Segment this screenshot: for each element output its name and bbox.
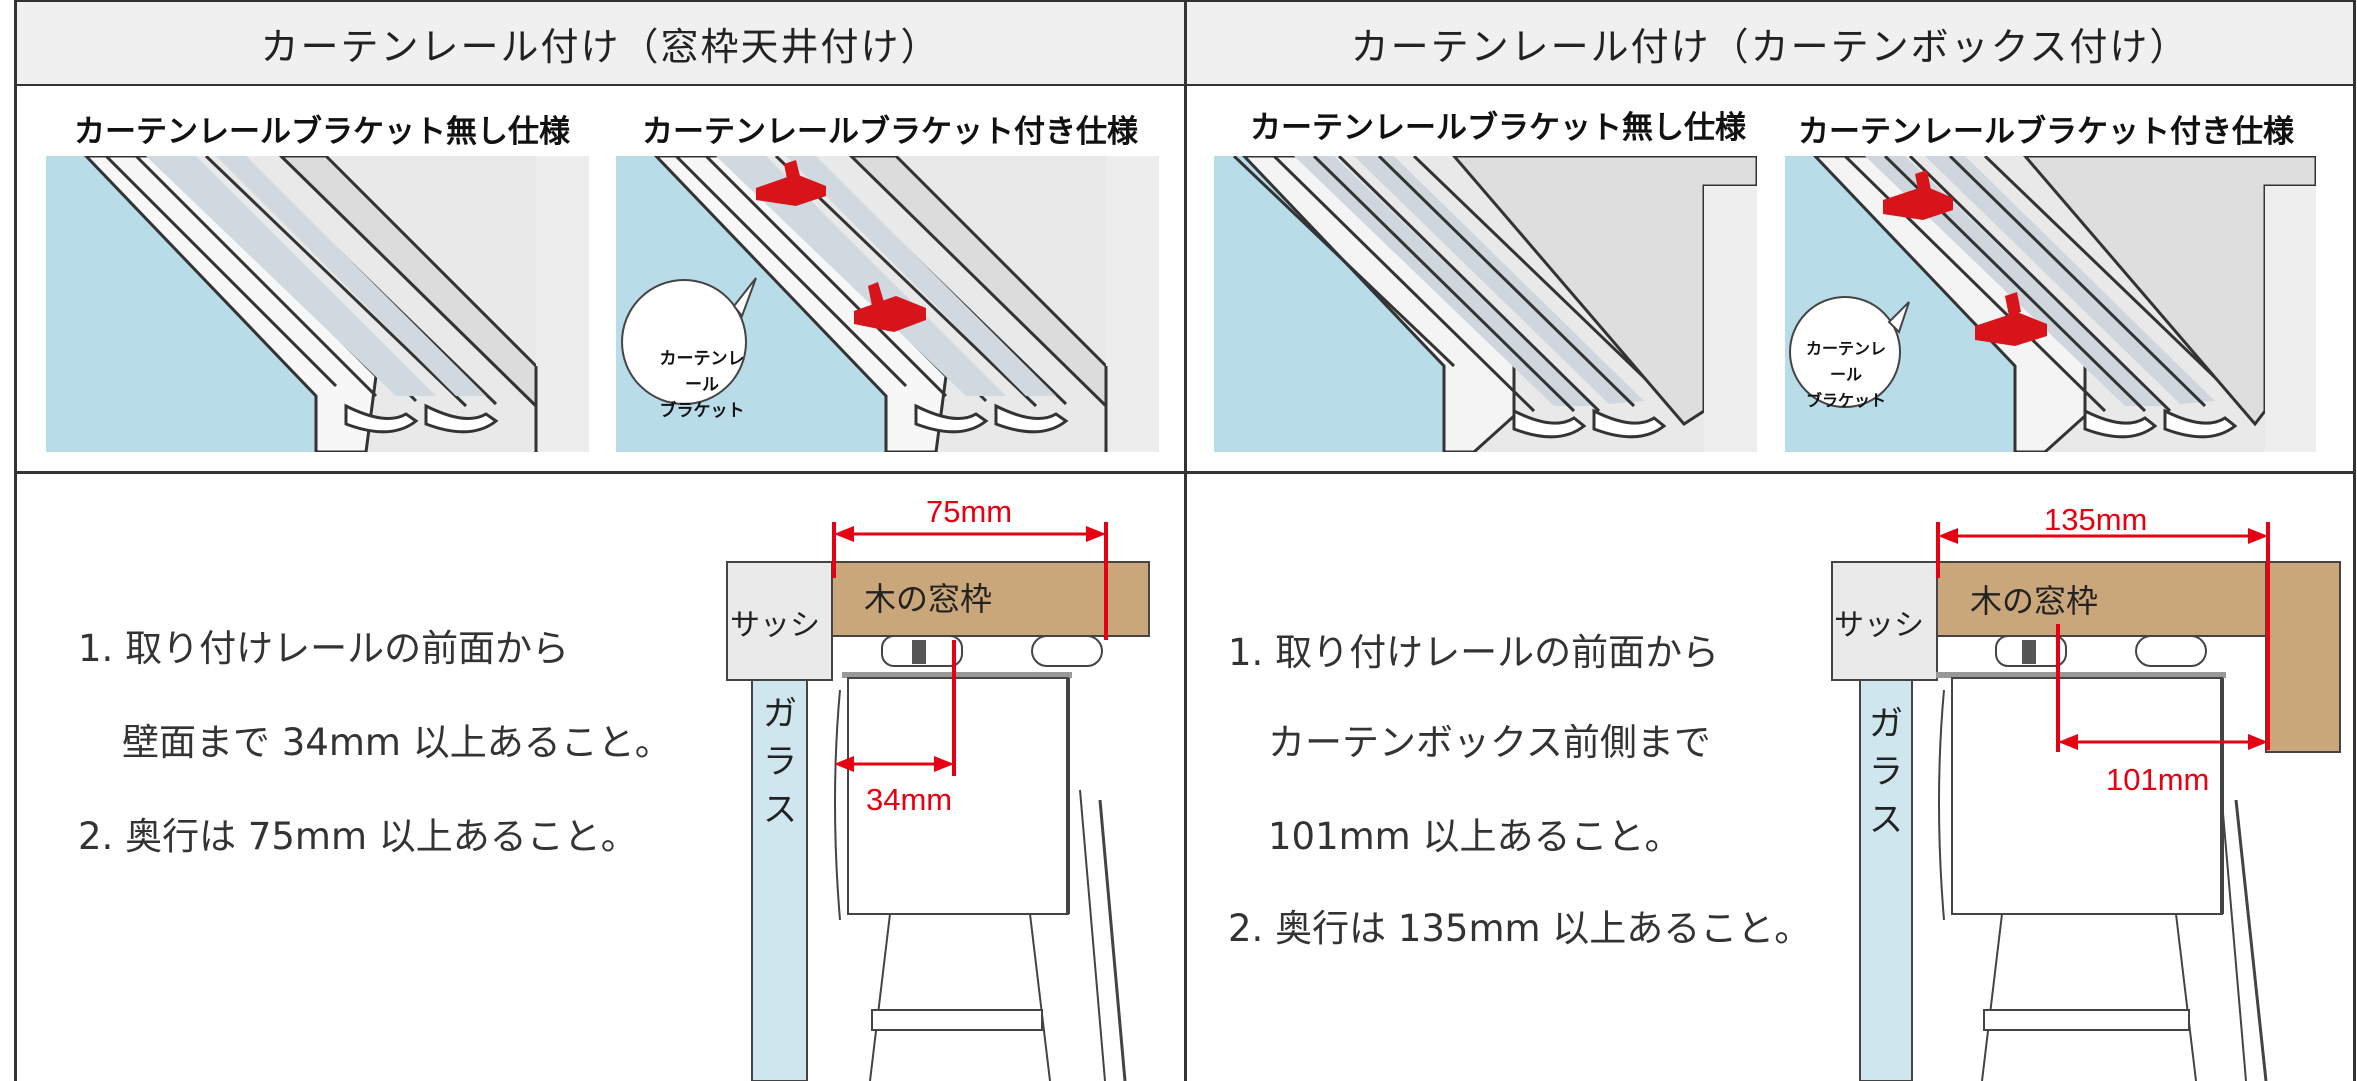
left-variant-a-caption: カーテンレールブラケット無し仕様: [74, 114, 570, 150]
right-requirement-1b: カーテンボックス前側まで: [1268, 721, 1711, 764]
right-depth-dimension: 135mm: [2044, 502, 2148, 537]
left-front-dimension: 34mm: [866, 782, 953, 817]
left-requirement-1a: 1. 取り付けレールの前面から: [78, 627, 570, 670]
right-sash-label: サッシ: [1834, 608, 1924, 643]
left-panel-title: カーテンレール付け（窓枠天井付け）: [17, 2, 1184, 84]
left-cross-section-diagram: [726, 522, 1150, 1081]
right-requirement-1a: 1. 取り付けレールの前面から: [1228, 631, 1720, 674]
left-frame-label: 木の窓枠: [864, 580, 993, 618]
right-box-with-bracket-illustration: [1785, 156, 2316, 452]
right-requirement-1c: 101mm 以上あること。: [1268, 815, 1682, 858]
right-requirement-2: 2. 奥行は 135mm 以上あること。: [1228, 907, 1812, 950]
left-depth-dimension: 75mm: [926, 494, 1013, 529]
left-bracket-callout: カーテンレール ブラケット: [652, 346, 752, 424]
right-cross-section-diagram: [1831, 522, 2341, 1081]
table-border-mid: [1184, 0, 1187, 1081]
right-glass-label: ガラス: [1869, 704, 1903, 840]
right-frame-label: 木の窓枠: [1970, 582, 2099, 620]
left-glass-label: ガラス: [763, 694, 797, 830]
callout-line-2: ブラケット: [1805, 391, 1886, 410]
left-sash-label: サッシ: [730, 608, 820, 643]
right-bracket-callout: カーテンレール ブラケット: [1800, 336, 1892, 414]
right-variant-a-caption: カーテンレールブラケット無し仕様: [1250, 110, 1746, 146]
callout-line-1: カーテンレール: [659, 349, 745, 395]
right-variant-b-caption: カーテンレールブラケット付き仕様: [1798, 114, 2294, 150]
table-border-top: [14, 0, 2356, 3]
header-divider: [14, 84, 2356, 86]
right-box-no-bracket-illustration: [1214, 156, 1757, 452]
table-border-right: [2353, 0, 2356, 1081]
left-rail-no-bracket-illustration: [46, 156, 589, 452]
right-front-dimension: 101mm: [2106, 762, 2210, 797]
right-panel-title: カーテンレール付け（カーテンボックス付け）: [1187, 2, 2353, 84]
left-requirement-1b: 壁面まで 34mm 以上あること。: [122, 721, 672, 764]
callout-line-1: カーテンレール: [1805, 339, 1886, 384]
callout-line-2: ブラケット: [659, 401, 745, 421]
left-requirement-2: 2. 奥行は 75mm 以上あること。: [78, 815, 638, 858]
row-divider: [14, 471, 2356, 474]
table-border-left: [14, 0, 17, 1081]
left-rail-with-bracket-illustration: [616, 156, 1159, 452]
left-variant-b-caption: カーテンレールブラケット付き仕様: [642, 114, 1138, 150]
